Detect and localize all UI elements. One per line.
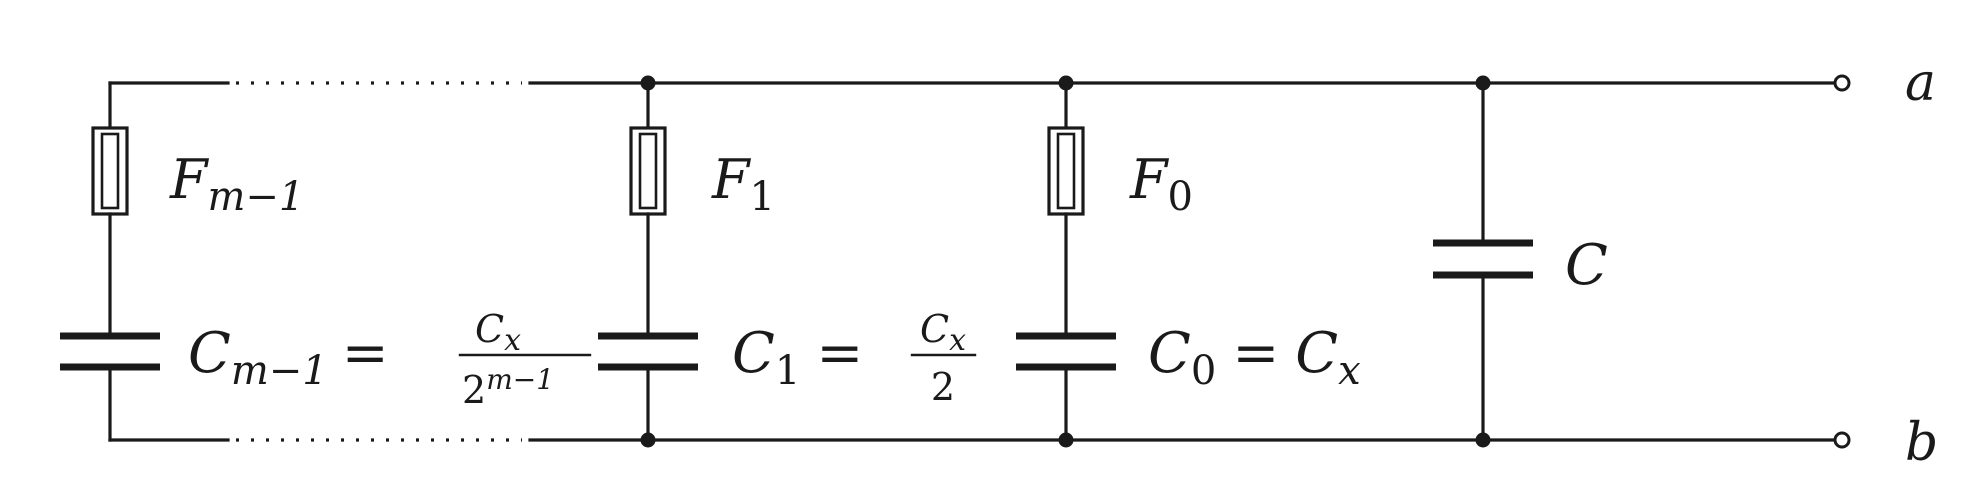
svg-text:Cm−1=: Cm−1= [188, 321, 389, 394]
terminal-a [1833, 74, 1851, 92]
junction-bottom-0 [1058, 432, 1074, 448]
junction-top-load [1475, 75, 1491, 91]
terminal-b [1833, 431, 1851, 449]
terminal-a-label: a [1905, 53, 1936, 113]
capacitor-m-minus-1-fraction-numerator: Cx [475, 307, 521, 358]
capacitor-1-fraction-denominator: 2 [931, 365, 955, 409]
capacitor-0-label: C0=Cx [1148, 321, 1361, 394]
capacitor-1-label: C1= Cx 2 [732, 307, 977, 409]
fuse-1-label: F1 [711, 148, 775, 220]
junction-top-0 [1058, 75, 1074, 91]
capacitor-1-fraction-numerator: Cx [920, 307, 966, 358]
junction-top-1 [640, 75, 656, 91]
branch-1 [598, 75, 698, 448]
terminal-b-label: b [1905, 413, 1938, 473]
load-capacitor-label: C [1565, 233, 1608, 298]
svg-text:C0=Cx: C0=Cx [1148, 321, 1361, 394]
svg-text:C1=: C1= [732, 321, 863, 394]
fuse-m-minus-1 [91, 126, 129, 216]
fuse-1 [629, 126, 667, 216]
junction-bottom-load [1475, 432, 1491, 448]
capacitor-m-minus-1-fraction-denominator: 2m−1 [462, 363, 554, 412]
branch-load-capacitor [1433, 75, 1533, 448]
fuse-0-label: F0 [1129, 148, 1193, 220]
junction-bottom-1 [640, 432, 656, 448]
fuse-m-minus-1-label: Fm−1 [169, 148, 304, 220]
branch-m-minus-1 [60, 81, 160, 442]
fuse-0 [1047, 126, 1085, 216]
capacitor-m-minus-1-label: Cm−1= Cx 2m−1 [188, 307, 592, 412]
branch-0 [1016, 75, 1116, 448]
